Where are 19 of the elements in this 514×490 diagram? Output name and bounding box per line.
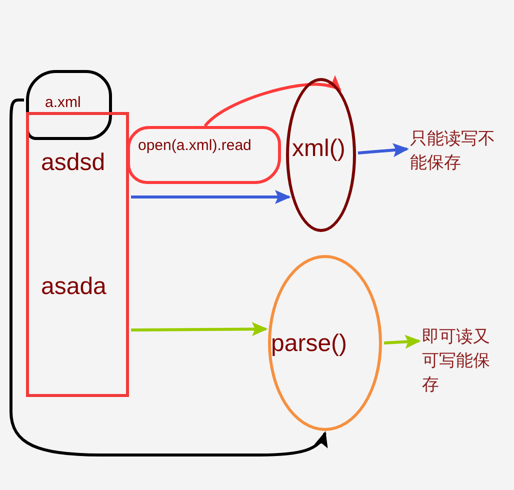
content-box	[26, 112, 129, 397]
note-text: 即可读又可写能保存	[422, 326, 502, 398]
arrow	[10, 98, 326, 456]
arrow	[130, 322, 268, 336]
content-text: asada	[41, 275, 106, 299]
note-text: 只能读写不能保存	[410, 128, 506, 178]
arrow	[384, 334, 421, 349]
function-ellipse	[286, 78, 356, 232]
hand-drawn-loop	[26, 70, 112, 140]
function-label: parse()	[271, 332, 348, 356]
arrow	[131, 190, 291, 204]
content-text: asdsd	[41, 151, 106, 175]
code-text: open(a.xml).read	[138, 138, 252, 153]
arrow	[204, 75, 342, 128]
file-name: a.xml	[45, 95, 81, 110]
function-label: xml()	[292, 137, 346, 161]
function-ellipse	[268, 255, 382, 431]
arrow	[358, 143, 409, 158]
hand-drawn-loop	[127, 126, 281, 184]
